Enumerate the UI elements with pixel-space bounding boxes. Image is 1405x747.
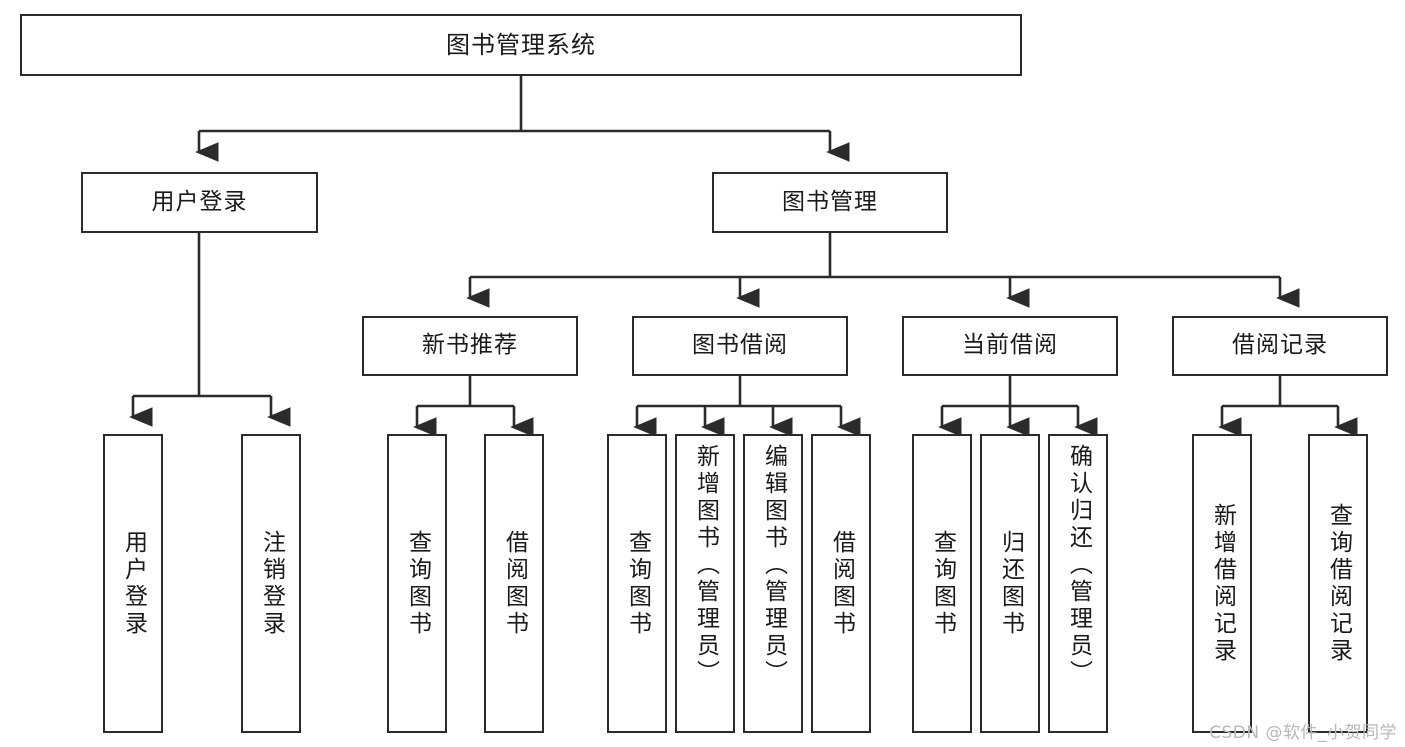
node-label: 图书管理 bbox=[782, 188, 878, 215]
node-label: 查询借阅记录 bbox=[1325, 502, 1352, 665]
node-label: 归还图书 bbox=[997, 529, 1024, 638]
leaf-recommend-query-book[interactable]: 查询图书 bbox=[387, 434, 447, 733]
node-root-system[interactable]: 图书管理系统 bbox=[20, 14, 1022, 76]
node-label: 确认归还（管理员） bbox=[1065, 444, 1092, 687]
leaf-current-query-book[interactable]: 查询图书 bbox=[912, 434, 972, 733]
leaf-user-login-login[interactable]: 用户登录 bbox=[103, 434, 163, 733]
leaf-record-query-record[interactable]: 查询借阅记录 bbox=[1308, 434, 1368, 733]
node-label: 借阅图书 bbox=[828, 529, 855, 638]
node-label: 图书管理系统 bbox=[446, 30, 596, 59]
node-label: 查询图书 bbox=[624, 529, 651, 638]
node-label: 查询图书 bbox=[404, 529, 431, 638]
node-book-borrow[interactable]: 图书借阅 bbox=[632, 316, 848, 376]
node-user-login[interactable]: 用户登录 bbox=[81, 172, 318, 233]
node-label: 查询图书 bbox=[929, 529, 956, 638]
leaf-current-return-book[interactable]: 归还图书 bbox=[980, 434, 1040, 733]
leaf-borrow-query-book[interactable]: 查询图书 bbox=[607, 434, 667, 733]
node-label: 借阅记录 bbox=[1232, 332, 1328, 359]
leaf-user-login-logout[interactable]: 注销登录 bbox=[241, 434, 301, 733]
leaf-borrow-add-book[interactable]: 新增图书（管理员） bbox=[675, 434, 735, 733]
node-book-management[interactable]: 图书管理 bbox=[712, 172, 948, 233]
node-label: 用户登录 bbox=[120, 529, 147, 638]
leaf-current-confirm-return[interactable]: 确认归还（管理员） bbox=[1048, 434, 1108, 733]
node-current-borrow[interactable]: 当前借阅 bbox=[902, 316, 1118, 376]
node-label: 新书推荐 bbox=[422, 332, 518, 359]
node-label: 新增借阅记录 bbox=[1209, 502, 1236, 665]
node-label: 新增图书（管理员） bbox=[692, 444, 719, 687]
leaf-recommend-borrow-book[interactable]: 借阅图书 bbox=[484, 434, 544, 733]
node-label: 借阅图书 bbox=[501, 529, 528, 638]
node-label: 用户登录 bbox=[151, 188, 248, 215]
node-label: 图书借阅 bbox=[692, 332, 788, 359]
watermark: CSDN @软件_小贺同学 bbox=[1209, 723, 1397, 743]
node-label: 当前借阅 bbox=[962, 332, 1058, 359]
node-borrow-record[interactable]: 借阅记录 bbox=[1172, 316, 1388, 376]
leaf-borrow-borrow-book[interactable]: 借阅图书 bbox=[811, 434, 871, 733]
leaf-borrow-edit-book[interactable]: 编辑图书（管理员） bbox=[743, 434, 803, 733]
node-label: 注销登录 bbox=[258, 529, 285, 638]
node-new-book-recommend[interactable]: 新书推荐 bbox=[362, 316, 578, 376]
leaf-record-add-record[interactable]: 新增借阅记录 bbox=[1192, 434, 1252, 733]
node-label: 编辑图书（管理员） bbox=[760, 444, 787, 687]
